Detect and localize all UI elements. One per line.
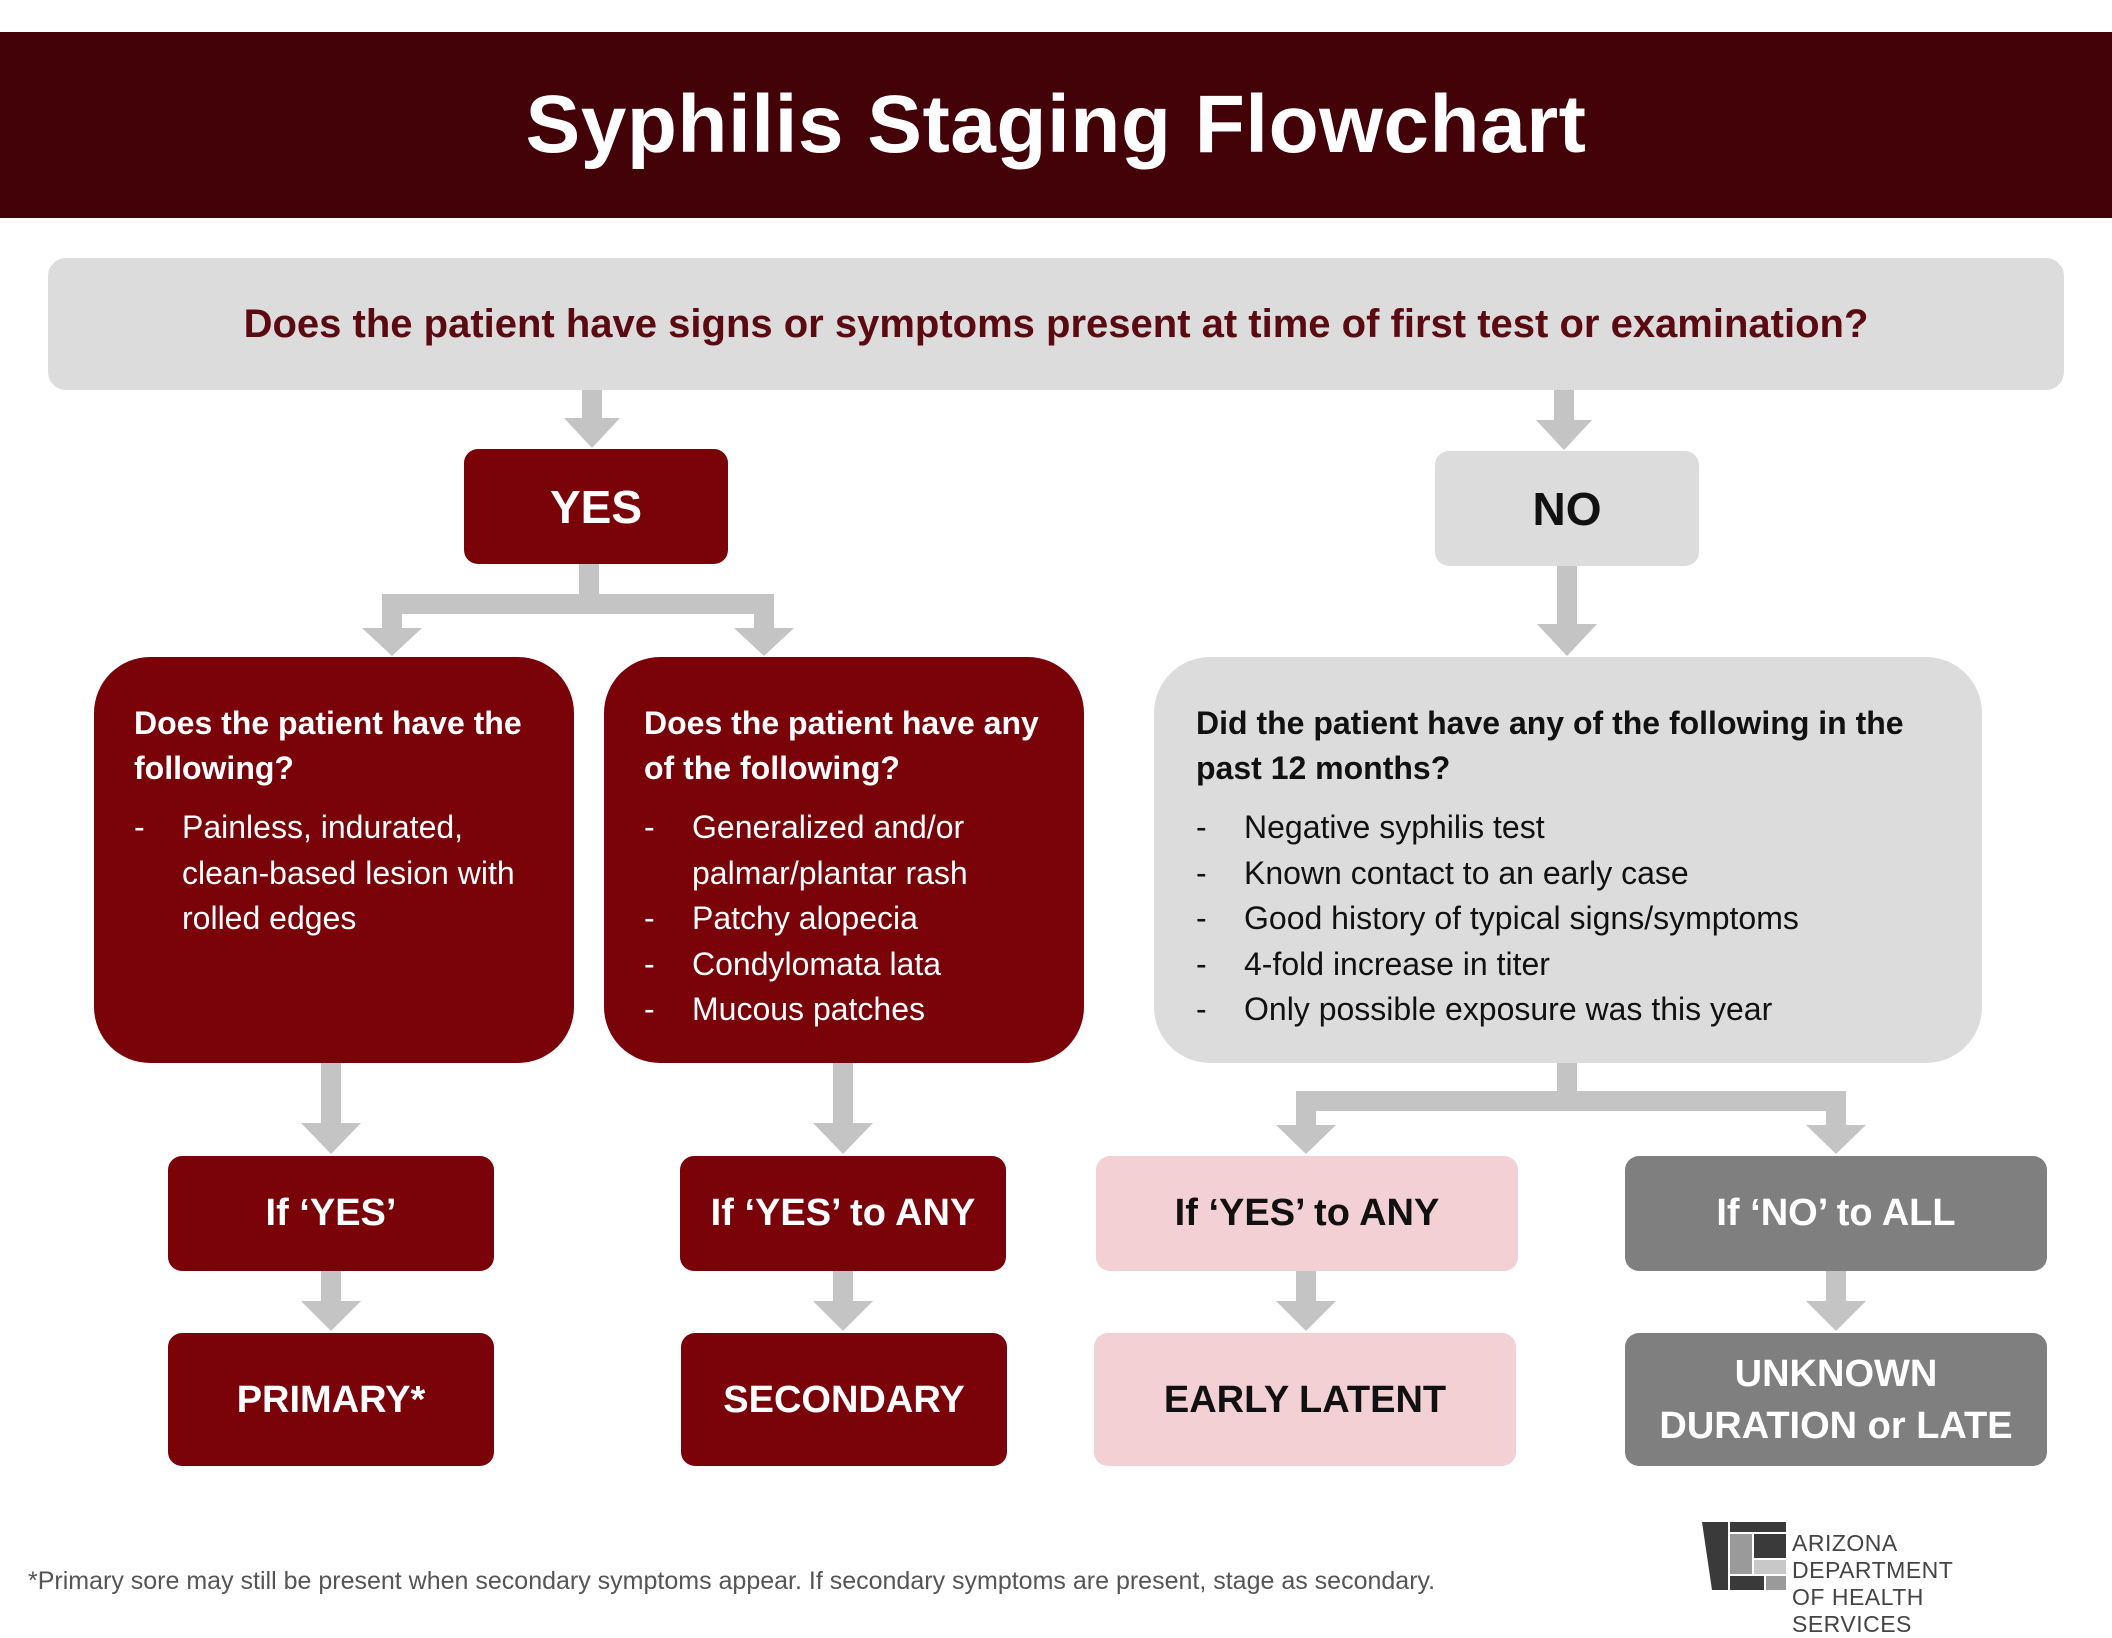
result-late-line-2: DURATION or LATE [1659, 1404, 2013, 1447]
adhs-logo-text: ARIZONA DEPARTMENT OF HEALTH SERVICES [1792, 1530, 2032, 1637]
arrowhead-early-latent-cond [1276, 1125, 1336, 1154]
primary-criteria-list: Painless, indurated, clean-based lesion … [134, 805, 534, 942]
no-node: NO [1435, 451, 1699, 566]
page-title: Syphilis Staging Flowchart [525, 79, 1587, 170]
list-item: 4-fold increase in titer [1196, 942, 1942, 988]
connector-yes-branch [382, 594, 774, 614]
arrowhead-primary-criteria [362, 628, 422, 656]
latent-criteria-box: Did the patient have any of the followin… [1154, 657, 1982, 1063]
condition-early-latent: If ‘YES’ to ANY [1096, 1156, 1518, 1271]
arrowhead-yes [564, 418, 620, 448]
connector-primary-result [321, 1271, 341, 1303]
arrowhead-secondary-criteria [734, 628, 794, 656]
connector-question-no [1554, 390, 1574, 422]
connector-secondary-result [833, 1271, 853, 1303]
list-item: Good history of typical signs/symptoms [1196, 896, 1942, 942]
connector-no-latent [1557, 566, 1577, 626]
result-primary: PRIMARY* [168, 1333, 494, 1466]
adhs-logo-icon [1702, 1522, 1786, 1590]
connector-yes-stem [579, 564, 599, 594]
list-item: Condylomata lata [644, 942, 1044, 988]
condition-secondary: If ‘YES’ to ANY [680, 1156, 1006, 1271]
connector-latent-branch [1296, 1091, 1846, 1111]
result-early-latent: EARLY LATENT [1094, 1333, 1516, 1466]
connector-secondary-cond [833, 1063, 853, 1125]
footnote: *Primary sore may still be present when … [28, 1567, 1436, 1595]
header-bar [0, 32, 2112, 218]
list-item: Only possible exposure was this year [1196, 987, 1942, 1033]
list-item: Painless, indurated, clean-based lesion … [134, 805, 534, 942]
primary-criteria-question: Does the patient have the following? [134, 705, 522, 786]
list-item: Known contact to an early case [1196, 851, 1942, 897]
result-unknown-duration-or-late: UNKNOWN DURATION or LATE [1625, 1333, 2047, 1466]
connector-primary-cond [321, 1063, 341, 1125]
condition-late: If ‘NO’ to ALL [1625, 1156, 2047, 1271]
arrowhead-no [1536, 420, 1592, 450]
secondary-criteria-list: Generalized and/or palmar/plantar rash P… [644, 805, 1044, 1033]
connector-early-latent-result [1296, 1271, 1316, 1303]
list-item: Mucous patches [644, 987, 1044, 1033]
latent-criteria-list: Negative syphilis test Known contact to … [1196, 805, 1942, 1033]
yes-node: YES [464, 449, 728, 564]
list-item: Generalized and/or palmar/plantar rash [644, 805, 1044, 896]
arrowhead-late-cond [1806, 1125, 1866, 1154]
logo-line-2: OF HEALTH SERVICES [1792, 1584, 1924, 1637]
logo-line-1: ARIZONA DEPARTMENT [1792, 1530, 1954, 1583]
connector-late-result [1826, 1271, 1846, 1303]
list-item: Patchy alopecia [644, 896, 1044, 942]
result-secondary: SECONDARY [681, 1333, 1007, 1466]
secondary-criteria-question: Does the patient have any of the followi… [644, 705, 1039, 786]
list-item: Negative syphilis test [1196, 805, 1942, 851]
connector-latent-stem [1557, 1063, 1577, 1091]
secondary-criteria-box: Does the patient have any of the followi… [604, 657, 1084, 1063]
primary-criteria-box: Does the patient have the following? Pai… [94, 657, 574, 1063]
latent-criteria-question: Did the patient have any of the followin… [1196, 705, 1904, 786]
result-late-line-1: UNKNOWN [1734, 1352, 1938, 1395]
initial-question: Does the patient have signs or symptoms … [48, 258, 2064, 390]
connector-question-yes [582, 390, 602, 420]
condition-primary: If ‘YES’ [168, 1156, 494, 1271]
arrowhead-latent-criteria [1537, 624, 1597, 656]
